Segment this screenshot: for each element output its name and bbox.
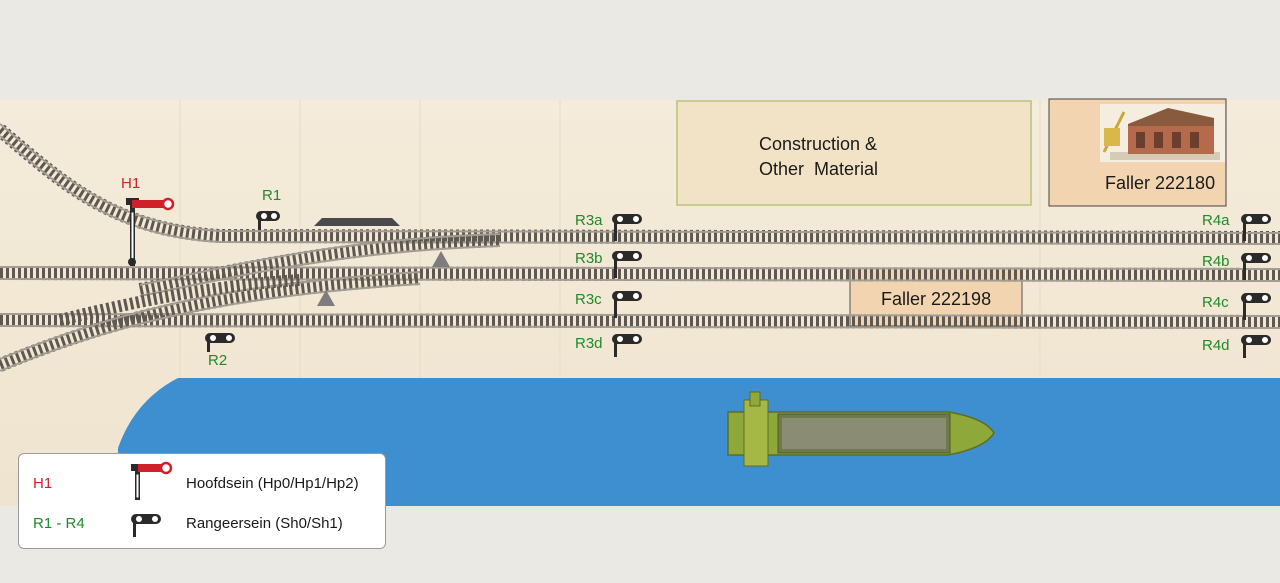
signal-label-r4a: R4a: [1202, 212, 1230, 229]
barge-icon: [727, 391, 995, 467]
legend-main-desc: Hoofdsein (Hp0/Hp1/Hp2): [186, 475, 359, 492]
signal-label-r4b: R4b: [1202, 253, 1230, 270]
shunting-signal-icon[interactable]: [612, 334, 642, 357]
signal-label-r3c: R3c: [575, 291, 602, 308]
legend-main-key: H1: [33, 475, 53, 492]
warehouse-icon: [1100, 104, 1225, 162]
shunting-signal-icon[interactable]: [256, 211, 280, 230]
track-a: [0, 123, 1280, 245]
shunting-signal-icon[interactable]: [1241, 253, 1271, 280]
buffer-stop-icon: [432, 251, 450, 267]
signal-label-r4d: R4d: [1202, 337, 1230, 354]
signal-label-r1: R1: [262, 187, 282, 204]
shunting-signal-icon[interactable]: [612, 214, 642, 241]
track-c: [0, 313, 1280, 329]
construction-area: [676, 100, 1032, 206]
signal-label-r3a: R3a: [575, 212, 603, 229]
signal-label-h1: H1: [121, 175, 141, 192]
signal-label-r3b: R3b: [575, 250, 603, 267]
crossover-c: [0, 271, 421, 372]
signal-label-r3d: R3d: [575, 335, 603, 352]
legend-shunt-desc: Rangeersein (Sh0/Sh1): [186, 515, 343, 532]
signal-label-r2: R2: [208, 352, 228, 369]
semaphore-signal-icon[interactable]: [126, 197, 175, 266]
faller-shed-label: Faller 222198: [881, 289, 992, 309]
shunting-signal-icon: [131, 514, 161, 537]
crossover-b: [138, 233, 501, 297]
legend-shunt-key: R1 - R4: [33, 515, 85, 532]
faller-building-label: Faller 222180: [1105, 173, 1216, 193]
construction-line-1: Construction &: [759, 134, 878, 154]
crossover-d: [58, 274, 301, 326]
loading-ramp: [314, 218, 400, 226]
signal-label-r4c: R4c: [1202, 294, 1229, 311]
shunting-signal-icon[interactable]: [1241, 214, 1271, 241]
water-basin: [118, 378, 1280, 506]
construction-line-2: Other Material: [759, 159, 879, 179]
shunting-signal-icon[interactable]: [1241, 335, 1271, 358]
shunting-signal-icon[interactable]: [612, 251, 642, 278]
shunting-signal-icon[interactable]: [612, 291, 642, 318]
semaphore-signal-icon: [131, 461, 173, 500]
track-network: [0, 123, 1280, 372]
shunting-signal-icon[interactable]: [205, 333, 235, 352]
legend: H1 Hoofdsein (Hp0/Hp1/Hp2) R1 - R4 Range…: [18, 453, 386, 549]
buffer-stop-icon: [317, 290, 335, 306]
construction-area-label: Construction & Other Material: [759, 132, 878, 182]
shunting-signal-icon[interactable]: [1241, 293, 1271, 320]
